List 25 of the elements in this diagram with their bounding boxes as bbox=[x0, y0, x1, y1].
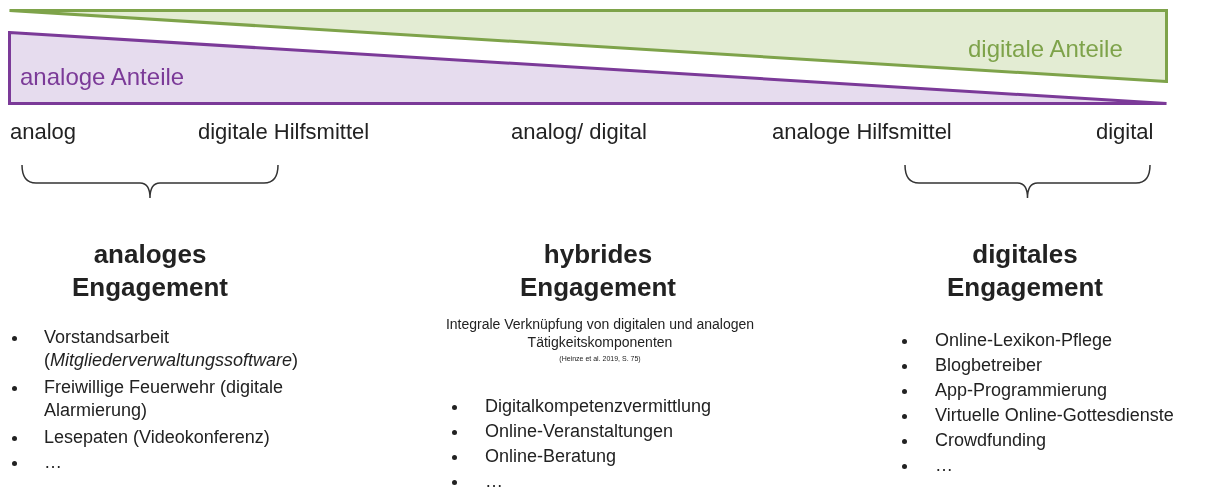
scale-label: analoge Hilfsmittel bbox=[772, 118, 952, 146]
column-heading: hybrides Engagement bbox=[519, 238, 677, 303]
column-heading: analoges Engagement bbox=[71, 238, 229, 303]
scale-label: analog bbox=[10, 118, 77, 146]
description-text: Integrale Verknüpfung von digitalen und analogen Tätigkeitskomponenten bbox=[444, 316, 756, 351]
list-item: Freiwillige Feuerwehr (digitale Alarmierung) bbox=[44, 376, 285, 421]
list-item: Blogbetreiber bbox=[935, 354, 1044, 377]
list-item: Online-Veranstaltungen bbox=[485, 420, 675, 443]
list-item: Digitalkompetenzvermittlung bbox=[485, 395, 713, 418]
scale-label: analog/ digital bbox=[511, 118, 647, 146]
list-item: Vorstandsarbeit (Mitgliederverwaltungssoftware) bbox=[44, 326, 300, 371]
list-item: Crowdfunding bbox=[935, 429, 1048, 452]
list-item: Online-Beratung bbox=[485, 445, 618, 468]
scale-label: digitale Hilfsmittel bbox=[198, 118, 370, 146]
wedge-label: analoge Anteile bbox=[20, 63, 185, 91]
scale-label: digital bbox=[1096, 118, 1154, 146]
list-item: Virtuelle Online-Gottesdienste bbox=[935, 404, 1175, 427]
list-item: Online-Lexikon-Pflege bbox=[935, 329, 1114, 352]
list-item: … bbox=[44, 451, 63, 474]
list-item: App-Programmierung bbox=[935, 379, 1109, 402]
column-heading: digitales Engagement bbox=[946, 238, 1104, 303]
list-item: … bbox=[485, 470, 504, 493]
list-item: Lesepaten (Videokonferenz) bbox=[44, 426, 271, 449]
wedge-label: digitale Anteile bbox=[968, 35, 1123, 63]
list-item: … bbox=[935, 454, 954, 477]
